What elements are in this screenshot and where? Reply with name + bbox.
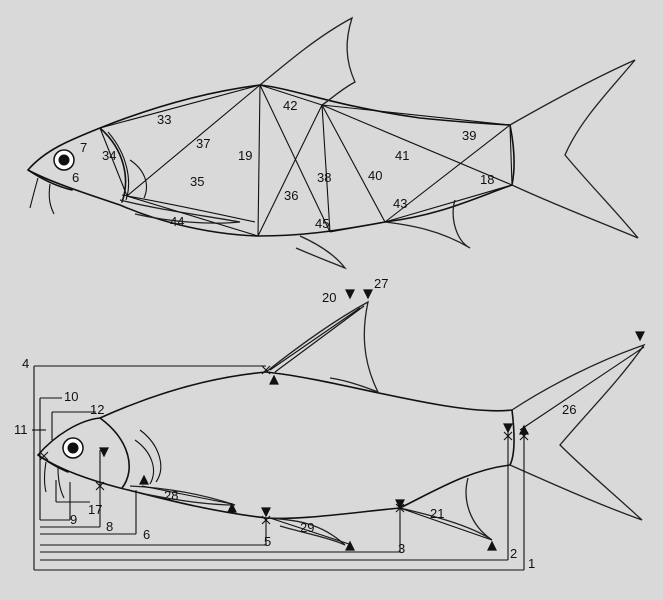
truss-label-36: 36 <box>284 188 298 203</box>
truss-label-41: 41 <box>395 148 409 163</box>
truss-label-6: 6 <box>72 170 79 185</box>
linear-measurement-diagram: 20 27 4 10 12 11 26 28 29 21 17 9 8 6 5 … <box>14 276 644 571</box>
bottom-dorsal-fin <box>266 302 378 392</box>
bottom-caudal-fin <box>510 345 644 520</box>
measure-label-11: 11 <box>14 422 28 437</box>
measure-label-21: 21 <box>430 506 444 521</box>
truss-label-35: 35 <box>190 174 204 189</box>
truss-lines <box>100 85 512 236</box>
measure-label-5: 5 <box>264 534 271 549</box>
measure-label-29: 29 <box>300 520 314 535</box>
truss-label-44: 44 <box>170 214 184 229</box>
truss-label-43: 43 <box>393 196 407 211</box>
truss-label-19: 19 <box>238 148 252 163</box>
top-caudal-fin <box>510 60 638 238</box>
truss-label-7: 7 <box>80 140 87 155</box>
measure-label-2: 2 <box>510 546 517 561</box>
truss-label-38: 38 <box>317 170 331 185</box>
truss-label-40: 40 <box>368 168 382 183</box>
measure-label-4: 4 <box>22 356 29 371</box>
truss-label-45: 45 <box>315 216 329 231</box>
truss-label-37: 37 <box>196 136 210 151</box>
bottom-fish-outline <box>38 372 514 518</box>
truss-network-diagram: 7 6 34 33 37 19 35 44 36 42 38 45 40 41 … <box>28 18 638 268</box>
measure-label-26: 26 <box>562 402 576 417</box>
measure-label-3: 3 <box>398 541 405 556</box>
measure-label-9: 9 <box>70 512 77 527</box>
top-dorsal-fin <box>260 18 355 105</box>
measure-label-12: 12 <box>90 402 104 417</box>
measure-label-17: 17 <box>88 502 102 517</box>
measure-label-27: 27 <box>374 276 388 291</box>
truss-label-33: 33 <box>157 112 171 127</box>
measure-label-8: 8 <box>106 519 113 534</box>
measure-label-28: 28 <box>164 488 178 503</box>
truss-label-34: 34 <box>102 148 116 163</box>
measurement-lines <box>32 366 524 570</box>
measure-label-1: 1 <box>528 556 535 571</box>
truss-label-42: 42 <box>283 98 297 113</box>
measure-label-20: 20 <box>322 290 336 305</box>
measure-label-6: 6 <box>143 527 150 542</box>
measure-label-10: 10 <box>64 389 78 404</box>
truss-label-39: 39 <box>462 128 476 143</box>
truss-label-18: 18 <box>480 172 494 187</box>
